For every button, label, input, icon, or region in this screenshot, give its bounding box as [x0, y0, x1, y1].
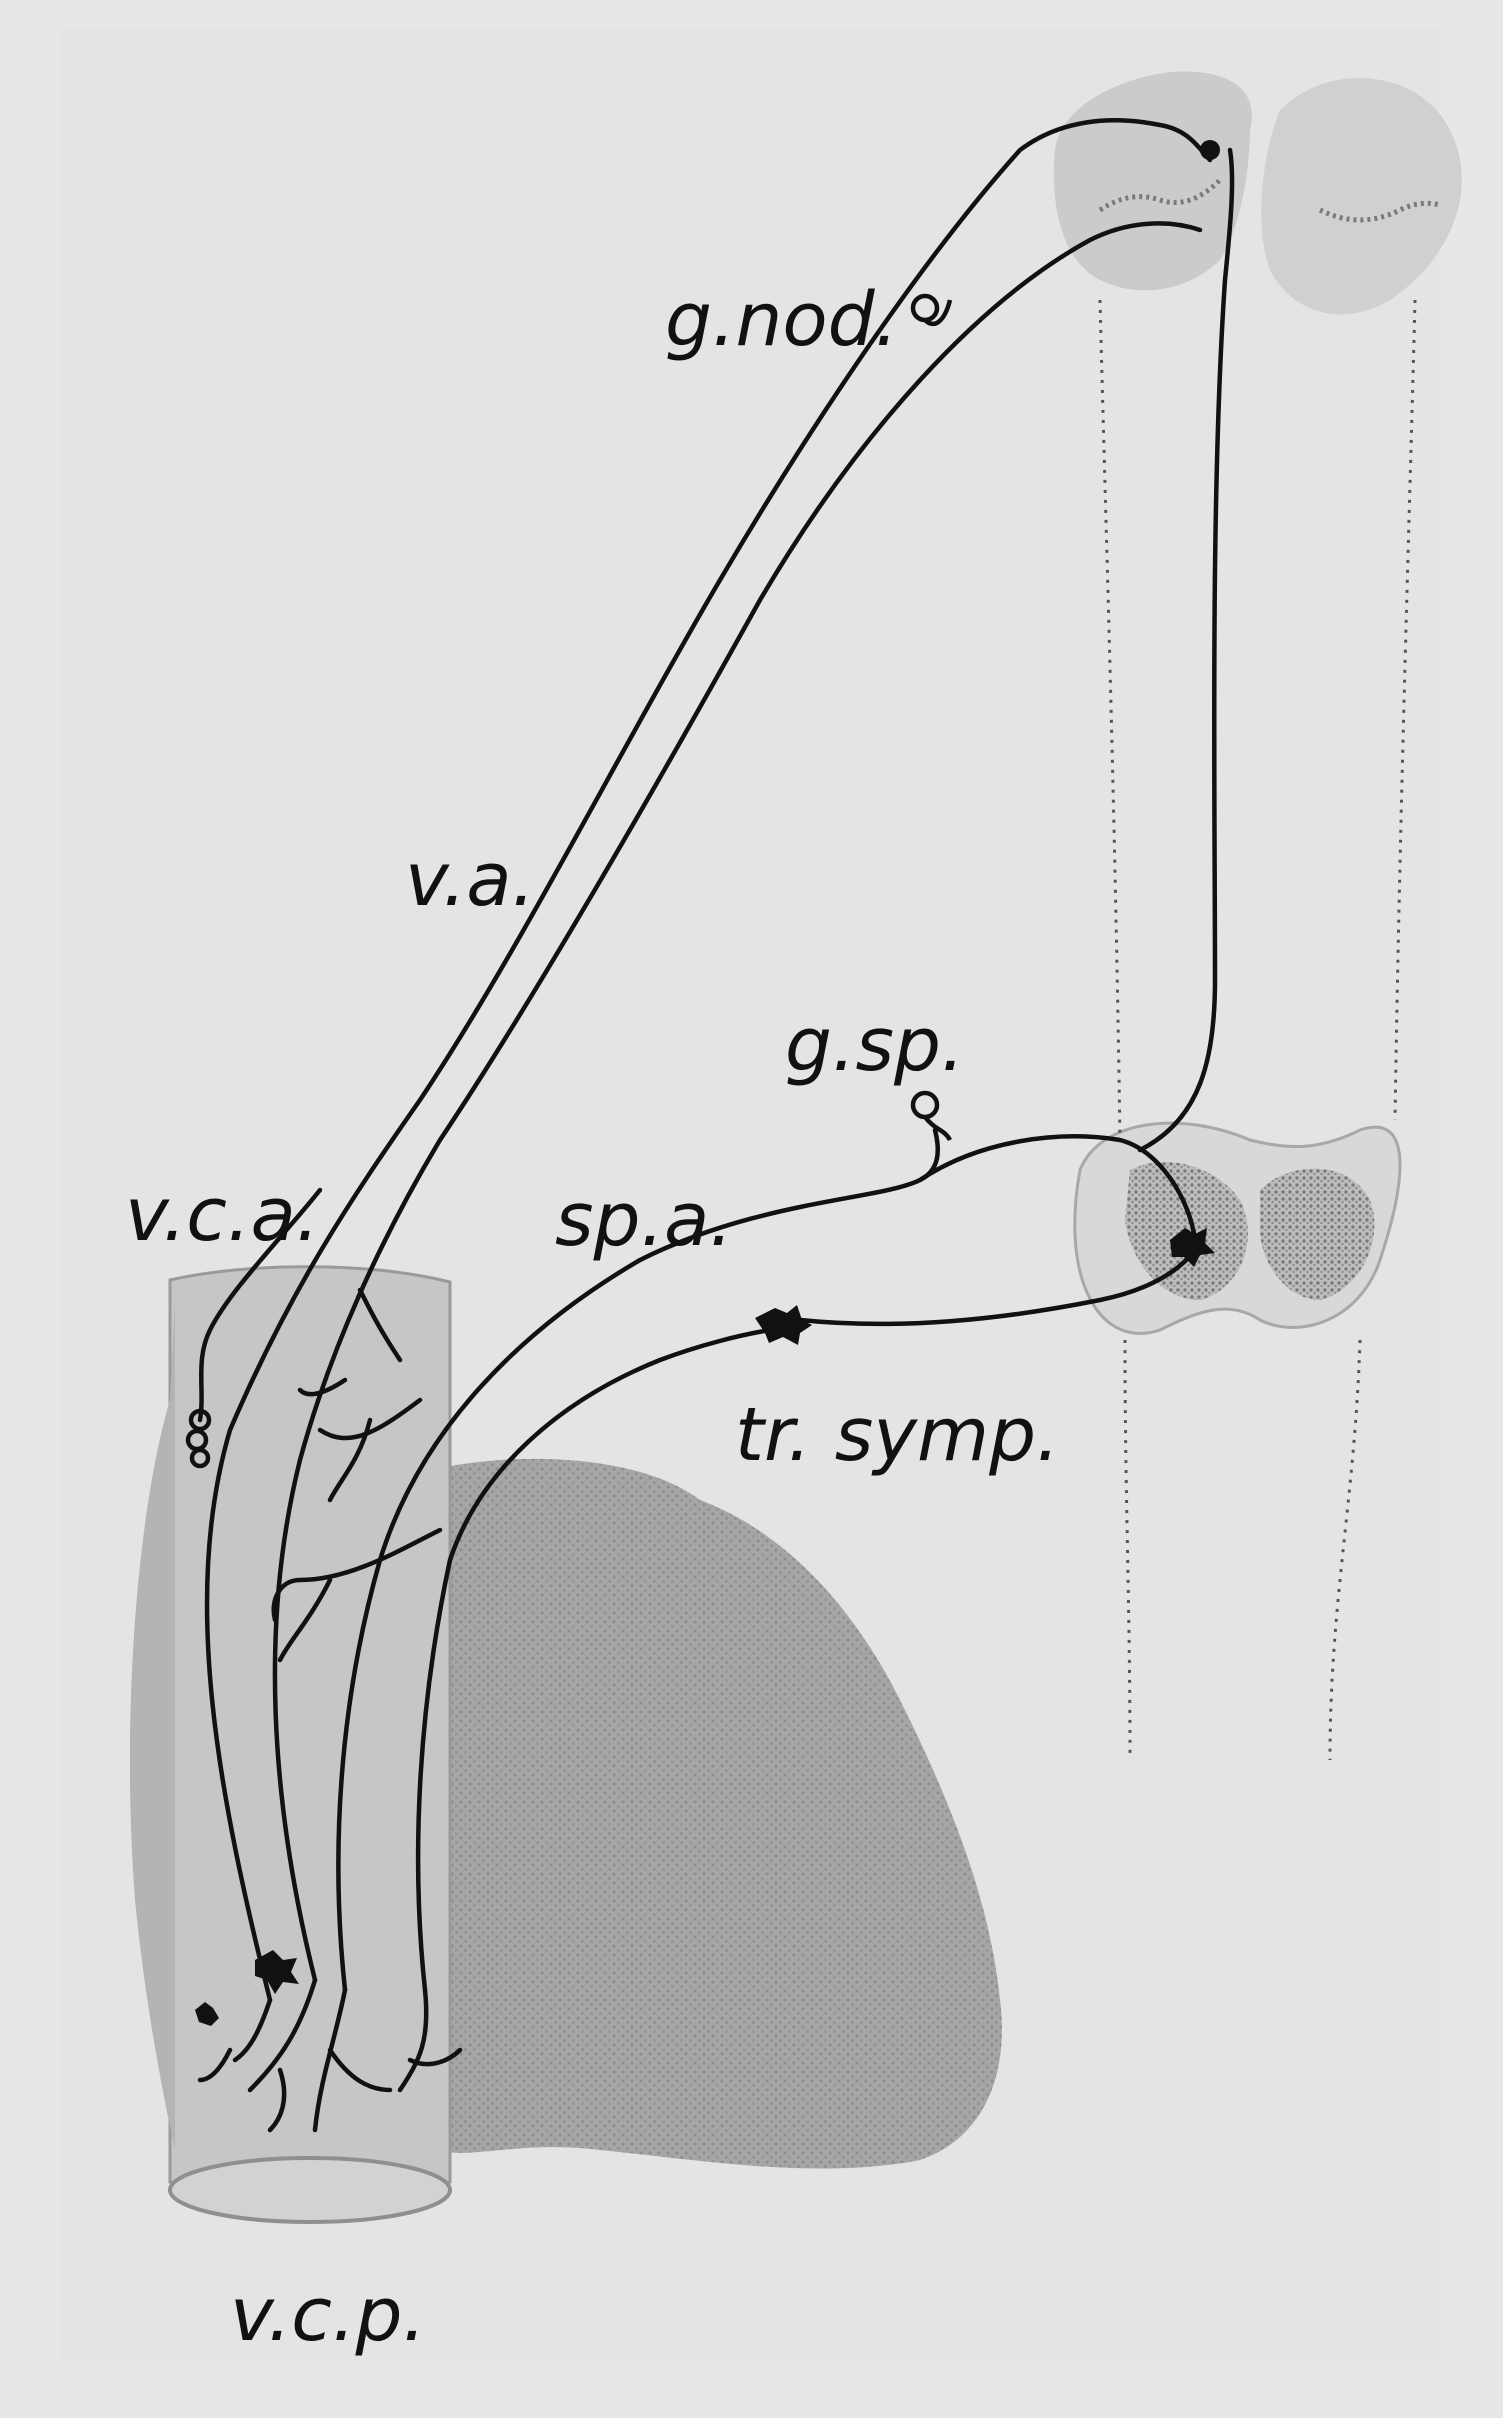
medulla-nucleus-cell: [1200, 140, 1220, 160]
label-g-sp: g.sp.: [785, 1002, 965, 1088]
label-g-nod: g.nod.: [665, 277, 898, 363]
vena-cava-end: [170, 2158, 450, 2222]
label-sp-a: sp.a.: [555, 1177, 733, 1263]
label-tr-symp: tr. symp.: [735, 1392, 1060, 1478]
label-v-c-p: v.c.p.: [230, 2272, 426, 2358]
label-v-a: v.a.: [405, 837, 535, 923]
label-v-c-a: v.c.a.: [125, 1172, 319, 1258]
